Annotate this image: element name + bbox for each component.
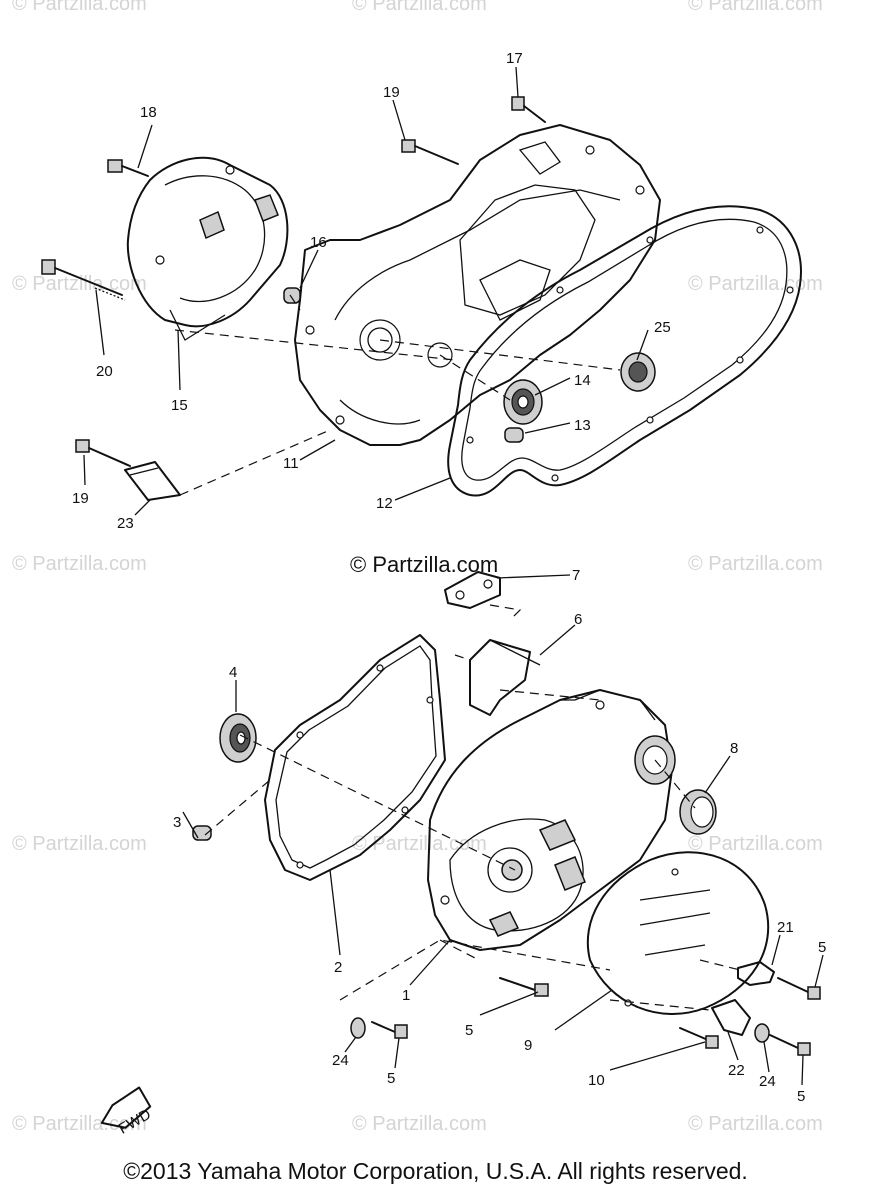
callout-14: 14 <box>574 372 591 389</box>
part-21-spacer <box>737 961 775 986</box>
part-10-screw <box>679 1027 719 1049</box>
callout-1: 1 <box>402 987 410 1004</box>
callout-5-center: 5 <box>465 1022 473 1039</box>
callout-25: 25 <box>654 319 671 336</box>
callout-10: 10 <box>588 1072 605 1089</box>
callout-8: 8 <box>730 740 738 757</box>
callout-leaders <box>83 66 824 1086</box>
part-19-bolt-upper <box>401 139 459 165</box>
callout-12: 12 <box>376 495 393 512</box>
watermark: © Partzilla.com <box>352 1113 487 1135</box>
part-12-gasket <box>447 205 802 497</box>
part-16-dowel-pin <box>283 287 301 304</box>
part-17-bolt <box>511 96 546 123</box>
part-20-long-bolt <box>41 259 126 301</box>
callout-16: 16 <box>310 234 327 251</box>
callout-6: 6 <box>574 611 582 628</box>
part-14-oil-seal <box>503 379 543 425</box>
callout-numbers: 18 19 17 16 20 15 25 14 13 11 12 19 23 7… <box>72 50 826 1105</box>
part-9-disc-cover <box>586 851 770 1016</box>
watermark: © Partzilla.com <box>352 0 487 15</box>
callout-5-left: 5 <box>387 1070 395 1087</box>
part-24-washer-b <box>754 1023 770 1043</box>
watermark-center: © Partzilla.com <box>350 552 498 577</box>
part-11-crankcase <box>294 124 661 446</box>
watermark: © Partzilla.com <box>688 553 823 575</box>
part-5-bolt-d <box>769 1034 811 1056</box>
callout-4: 4 <box>229 664 237 681</box>
part-22-bracket <box>711 999 751 1036</box>
watermark: © Partzilla.com <box>12 553 147 575</box>
part-23-clamp <box>124 461 181 501</box>
part-25-seal <box>620 352 656 392</box>
callout-3: 3 <box>173 814 181 831</box>
copyright-notice: ©2013 Yamaha Motor Corporation, U.S.A. A… <box>123 1158 748 1184</box>
callout-11: 11 <box>283 455 299 472</box>
alignment-lines-lower <box>204 604 741 1011</box>
part-7-bracket <box>444 571 501 609</box>
callout-9: 9 <box>524 1037 532 1054</box>
part-1-crankcase-cover <box>427 689 676 951</box>
watermark: © Partzilla.com <box>12 833 147 855</box>
part-19-bolt-lower <box>75 439 131 467</box>
callout-20: 20 <box>96 363 113 380</box>
callout-2: 2 <box>334 959 342 976</box>
callout-22: 22 <box>728 1062 745 1079</box>
callout-21: 21 <box>777 919 794 936</box>
part-4-oil-seal <box>219 713 257 763</box>
alignment-lines-upper <box>174 294 621 496</box>
watermark: © Partzilla.com <box>688 1113 823 1135</box>
part-2-gasket <box>264 634 446 881</box>
callout-7: 7 <box>572 567 580 584</box>
callout-13: 13 <box>574 417 591 434</box>
part-18-bolt <box>107 159 149 177</box>
part-24-washer-a <box>350 1017 366 1039</box>
watermark: © Partzilla.com <box>12 0 147 15</box>
watermark: © Partzilla.com <box>688 833 823 855</box>
part-5-bolt-b <box>371 1021 408 1039</box>
callout-19: 19 <box>383 84 400 101</box>
watermarks: © Partzilla.com © Partzilla.com © Partzi… <box>12 0 823 1135</box>
callout-23: 23 <box>117 515 134 532</box>
part-6-guide-plate <box>469 639 541 716</box>
part-5-bolt-c <box>777 977 821 1000</box>
watermark: © Partzilla.com <box>688 0 823 15</box>
part-5-bolt-a <box>499 977 549 997</box>
callout-5-bottom: 5 <box>797 1088 805 1105</box>
part-13-dowel-pin <box>504 427 524 443</box>
watermark: © Partzilla.com <box>12 273 147 295</box>
callout-15: 15 <box>171 397 188 414</box>
callout-18: 18 <box>140 104 157 121</box>
watermark: © Partzilla.com <box>688 273 823 295</box>
callout-17: 17 <box>506 50 523 67</box>
callout-24-left: 24 <box>332 1052 349 1069</box>
part-15-cover-cap <box>126 156 289 341</box>
watermark: © Partzilla.com <box>12 1113 147 1135</box>
watermark: © Partzilla.com <box>352 833 487 855</box>
callout-24-right: 24 <box>759 1073 776 1090</box>
callout-5-right: 5 <box>818 939 826 956</box>
callout-19-lower: 19 <box>72 490 89 507</box>
